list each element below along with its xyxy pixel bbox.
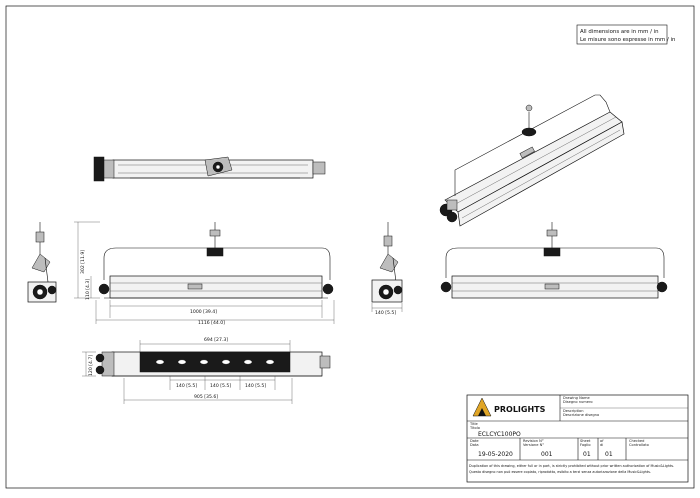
of-label-it: di (600, 443, 603, 447)
dim-bottom-outer: 694 [27.3] (204, 337, 228, 343)
units-note: All dimensions are in mm / in Le misure … (576, 24, 675, 45)
side-view-right: 140 [5.5] (371, 222, 403, 316)
title-label-en: Title (469, 422, 478, 426)
checked-label-it: Controllato (629, 443, 649, 447)
disclaimer-it: Questo disegno non può essere copiato, r… (469, 470, 651, 474)
description-label-en: Description (563, 409, 583, 413)
version-label-it: Versione N° (523, 443, 544, 447)
units-note-it: Le misure sono espresse in mm / in (580, 37, 675, 43)
side-view-left (27, 222, 57, 303)
sheet-label-en: Sheet (580, 439, 591, 443)
drawing-label-it: Disegno numero (563, 400, 593, 404)
dim-height-body: 110 [4.3] (85, 279, 91, 300)
title-value: ECLCYC100PO (478, 431, 521, 438)
drawing-frame (5, 5, 695, 489)
dim-bottom-base: 905 [35.6] (194, 394, 218, 400)
dim-length-total: 1116 [44.0] (198, 320, 225, 326)
version-label-en: Revision N° (523, 439, 544, 443)
description-label-it: Descrizione disegno (563, 413, 599, 417)
prolights-logo: PROLIGHTS (472, 397, 546, 417)
dim-side-depth: 140 [5.5] (375, 310, 396, 316)
dim-bottom-mid: 140 [5.5] (210, 383, 231, 389)
date-label-it: Data (470, 443, 479, 447)
dim-bottom-right: 140 [5.5] (245, 383, 266, 389)
title-block: PROLIGHTS Drawing Name Disegno numero De… (466, 394, 689, 483)
sheet-label-it: Foglio (580, 443, 591, 447)
bottom-view (95, 351, 331, 377)
dim-length-body: 1000 [39.4] (190, 309, 217, 315)
units-note-en: All dimensions are in mm / in (580, 29, 659, 35)
title-label-it: Titolo (469, 426, 480, 430)
of-label-en: of (600, 439, 604, 443)
isometric-view (439, 94, 625, 227)
front-view (98, 222, 334, 299)
top-view (93, 156, 326, 182)
version-value: 001 (541, 451, 553, 458)
of-value: 01 (605, 451, 613, 458)
dim-bottom-height: 120 [4.7] (88, 355, 94, 376)
date-value: 19-05-2020 (478, 451, 513, 458)
checked-label-en: Checked (629, 439, 644, 443)
date-label-en: Date (470, 439, 479, 443)
rear-view (440, 222, 668, 299)
dim-height-total: 302 [11.9] (80, 250, 86, 274)
bottom-view-dimensions: 694 [27.3] 120 [4.7] 140 [5.5] 140 [5.5]… (82, 337, 293, 404)
brand-name: PROLIGHTS (494, 405, 546, 414)
dim-bottom-left: 140 [5.5] (176, 383, 197, 389)
sheet-value: 01 (583, 451, 591, 458)
drawing-label-en: Drawing Name (563, 396, 590, 400)
front-view-dimensions: 302 [11.9] 110 [4.3] 1000 [39.4] 1116 [4… (74, 221, 335, 326)
disclaimer-en: Duplication of this drawing, either full… (469, 464, 674, 468)
